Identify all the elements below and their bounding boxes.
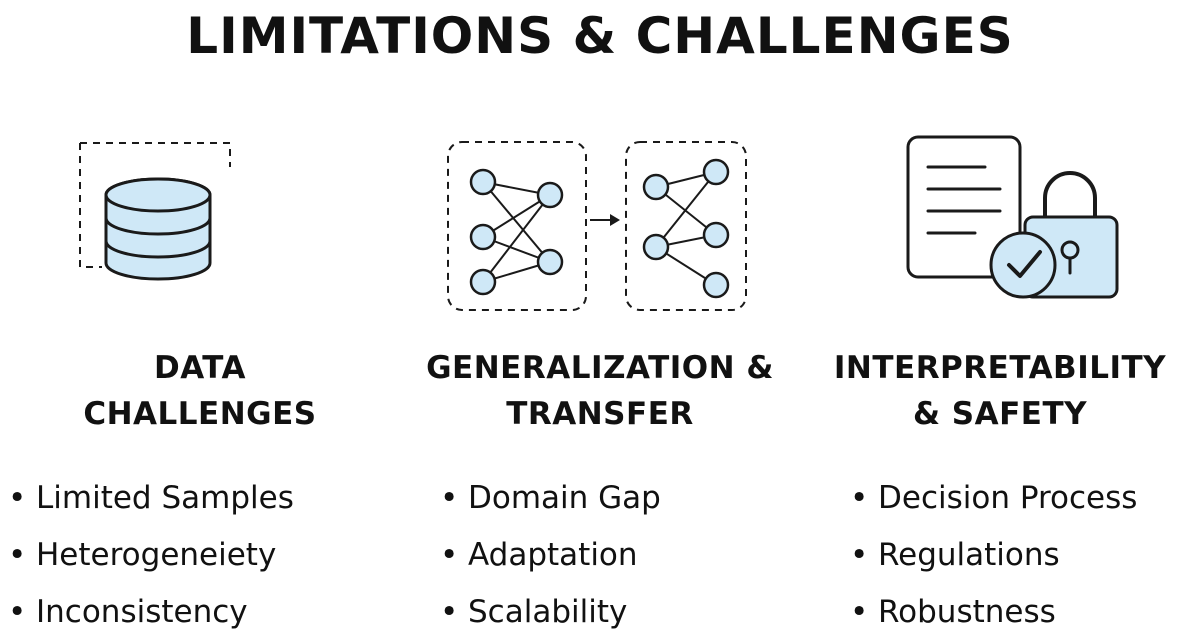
bullet-icon: • <box>440 480 459 516</box>
column-generalization-transfer: GENERALIZATION & TRANSFER •Domain Gap •A… <box>400 0 800 640</box>
list-item-label: Domain Gap <box>468 480 661 516</box>
column-data-challenges: DATA CHALLENGES •Limited Samples •Hetero… <box>0 0 400 640</box>
bullet-icon: • <box>440 594 459 630</box>
bullet-icon: • <box>850 480 869 516</box>
bullet-icon: • <box>8 537 27 573</box>
list-item-label: Regulations <box>878 537 1060 573</box>
list-item: •Regulations <box>850 527 1137 584</box>
list-item-label: Robustness <box>878 594 1056 630</box>
list-item: •Domain Gap <box>440 470 661 527</box>
bullet-icon: • <box>850 537 869 573</box>
neural-network-transfer-icon <box>447 141 747 311</box>
list-item-label: Limited Samples <box>36 480 294 516</box>
heading-line: INTERPRETABILITY <box>833 350 1167 386</box>
page-title: LIMITATIONS & CHALLENGES <box>186 7 1014 65</box>
list-item: •Inconsistency <box>8 584 294 641</box>
list-item: •Limited Samples <box>8 470 294 527</box>
list-item: •Robustness <box>850 584 1137 641</box>
generalization-transfer-list: •Domain Gap •Adaptation •Scalability <box>440 470 661 641</box>
bullet-icon: • <box>8 480 27 516</box>
heading-line: GENERALIZATION & <box>426 350 774 386</box>
list-item-label: Adaptation <box>468 537 638 573</box>
list-item-label: Decision Process <box>878 480 1138 516</box>
list-item-label: Heterogeneiety <box>36 537 277 573</box>
bullet-icon: • <box>850 594 869 630</box>
heading-line: TRANSFER <box>506 396 694 432</box>
heading-generalization-transfer: GENERALIZATION & TRANSFER <box>400 345 800 437</box>
list-item-label: Inconsistency <box>36 594 248 630</box>
heading-data-challenges: DATA CHALLENGES <box>0 345 400 437</box>
heading-line: CHALLENGES <box>83 396 317 432</box>
interpretability-safety-list: •Decision Process •Regulations •Robustne… <box>850 470 1137 641</box>
data-challenges-list: •Limited Samples •Heterogeneiety •Incons… <box>8 470 294 641</box>
list-item: •Adaptation <box>440 527 661 584</box>
list-item: •Heterogeneiety <box>8 527 294 584</box>
list-item: •Decision Process <box>850 470 1137 527</box>
bullet-icon: • <box>440 537 459 573</box>
bullet-icon: • <box>8 594 27 630</box>
document-lock-check-icon <box>906 135 1119 299</box>
heading-line: & SAFETY <box>912 396 1088 432</box>
column-interpretability-safety: INTERPRETABILITY & SAFETY •Decision Proc… <box>800 0 1200 640</box>
database-icon <box>79 142 231 281</box>
heading-interpretability-safety: INTERPRETABILITY & SAFETY <box>800 345 1200 437</box>
heading-line: DATA <box>153 350 247 386</box>
list-item: •Scalability <box>440 584 661 641</box>
list-item-label: Scalability <box>468 594 628 630</box>
